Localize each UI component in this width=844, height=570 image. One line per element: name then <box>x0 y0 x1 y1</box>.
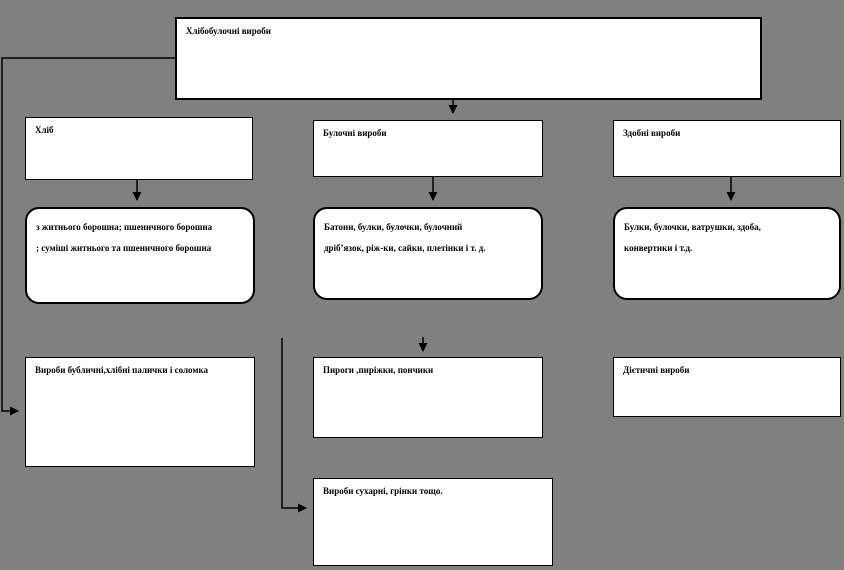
node-hlib-types: з житнього борошна; пшеничного борошна ;… <box>25 207 255 304</box>
node-zdobni-label: Здобні вироби <box>623 128 681 138</box>
node-suharni: Вироби сухарні, грінки тощо. <box>313 478 553 566</box>
node-zdobni-types: Булки, булочки, ватрушки, здоба, конверт… <box>613 207 841 300</box>
node-pyrohy: Пироги ,пиріжки, пончики <box>313 357 543 438</box>
node-bulochni-types: Батони, булки, булочки, булочний дріб’яз… <box>313 207 543 300</box>
node-diet-label: Дієтичні вироби <box>623 365 690 375</box>
node-pyrohy-label: Пироги ,пиріжки, пончики <box>323 365 434 375</box>
node-diet: Дієтичні вироби <box>613 357 841 417</box>
node-bulochni-types-line2: дріб’язок, ріж-ки, сайки, плетінки і т. … <box>324 243 486 253</box>
node-bublychni: Вироби бубличні,хлібні палички і соломка <box>25 357 255 467</box>
node-bulochni: Булочні вироби <box>313 120 543 177</box>
node-zdobni-types-line1: Булки, булочки, ватрушки, здоба, <box>624 222 761 232</box>
node-zdobni: Здобні вироби <box>613 120 841 177</box>
connector-to-suharni <box>281 338 307 513</box>
node-hlib-types-line1: з житнього борошна; пшеничного борошна <box>36 222 213 232</box>
node-bulochni-types-line1: Батони, булки, булочки, булочний <box>324 222 463 232</box>
node-zdobni-types-line2: конвертики і т.д. <box>624 243 693 253</box>
node-hlib-label: Хліб <box>35 125 54 135</box>
node-hlib: Хліб <box>25 117 253 180</box>
node-suharni-label: Вироби сухарні, грінки тощо. <box>323 486 443 496</box>
node-root-label: Хлібобулочні вироби <box>186 26 271 36</box>
node-bublychni-label: Вироби бубличні,хлібні палички і соломка <box>35 365 209 375</box>
node-bulochni-label: Булочні вироби <box>323 128 387 138</box>
node-root: Хлібобулочні вироби <box>175 17 762 100</box>
node-hlib-types-line2: ; суміші житнього та пшеничного борошна <box>36 243 212 253</box>
